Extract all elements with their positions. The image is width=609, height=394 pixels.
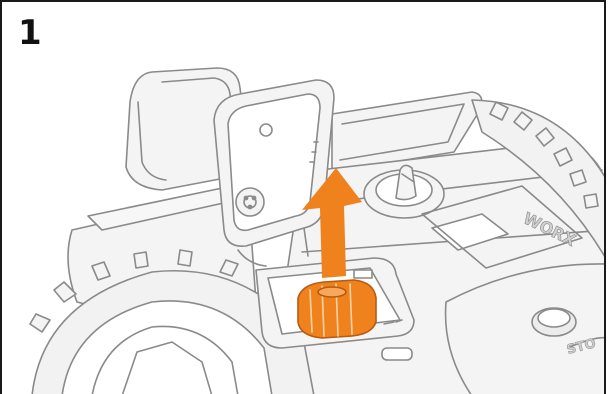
battery-pack [298,280,376,338]
step-number: 1 [18,16,42,50]
